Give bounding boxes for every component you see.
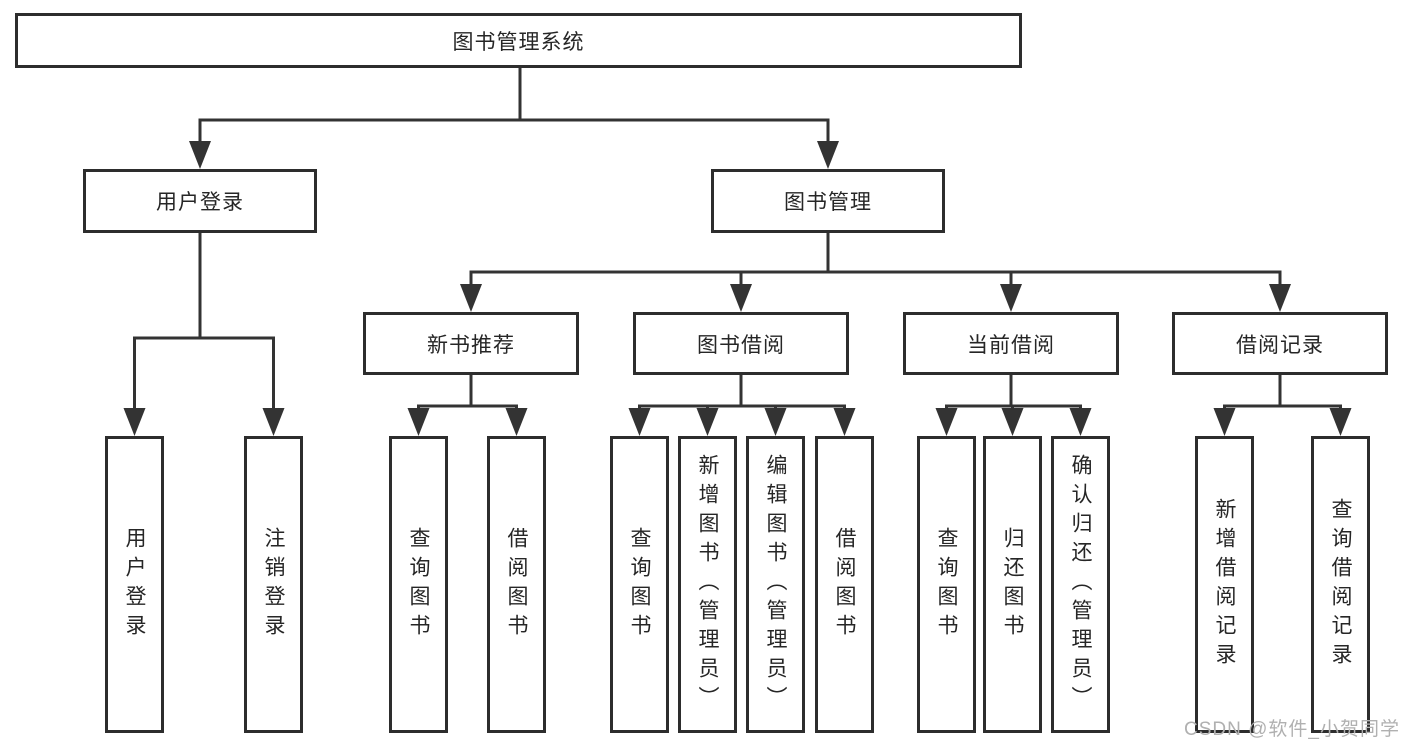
node-library-system: 图书管理系统 [15, 13, 1022, 68]
leaf-recommend-borrow-books-label: 借阅图书 [505, 526, 528, 643]
node-user-login: 用户登录 [83, 169, 317, 233]
node-book-management: 图书管理 [711, 169, 945, 233]
leaf-borrow-edit-books-admin: 编辑图书（管理员） [746, 436, 805, 733]
node-new-book-recommend-label: 新书推荐 [427, 333, 515, 357]
leaf-borrow-edit-books-admin-label: 编辑图书（管理员） [764, 454, 787, 715]
leaf-current-confirm-return-admin-label: 确认归还（管理员） [1069, 454, 1092, 715]
leaf-current-query-books: 查询图书 [917, 436, 976, 733]
node-current-borrowing-label: 当前借阅 [967, 333, 1055, 357]
leaf-borrow-borrow-books: 借阅图书 [815, 436, 874, 733]
leaf-borrow-borrow-books-label: 借阅图书 [833, 526, 856, 643]
leaf-records-add-record-label: 新增借阅记录 [1213, 497, 1236, 672]
leaf-user-login: 用户登录 [105, 436, 164, 733]
node-borrowing-records: 借阅记录 [1172, 312, 1388, 375]
leaf-current-query-books-label: 查询图书 [935, 526, 958, 643]
leaf-recommend-borrow-books: 借阅图书 [487, 436, 546, 733]
leaf-current-return-books: 归还图书 [983, 436, 1042, 733]
node-user-login-label: 用户登录 [156, 191, 244, 214]
leaf-recommend-query-books: 查询图书 [389, 436, 448, 733]
node-book-management-label: 图书管理 [784, 191, 872, 214]
leaf-borrow-add-books-admin-label: 新增图书（管理员） [696, 454, 719, 715]
leaf-user-login-label: 用户登录 [123, 526, 146, 643]
leaf-borrow-query-books-label: 查询图书 [628, 526, 651, 643]
leaf-current-return-books-label: 归还图书 [1001, 526, 1024, 643]
node-current-borrowing: 当前借阅 [903, 312, 1119, 375]
node-borrowing-records-label: 借阅记录 [1236, 333, 1324, 357]
leaf-borrow-query-books: 查询图书 [610, 436, 669, 733]
leaf-logout-label: 注销登录 [262, 526, 285, 643]
leaf-records-query-record: 查询借阅记录 [1311, 436, 1370, 733]
node-book-borrowing-label: 图书借阅 [697, 333, 785, 357]
leaf-logout: 注销登录 [244, 436, 303, 733]
node-library-system-label: 图书管理系统 [452, 30, 585, 54]
leaf-current-confirm-return-admin: 确认归还（管理员） [1051, 436, 1110, 733]
leaf-recommend-query-books-label: 查询图书 [407, 526, 430, 643]
node-new-book-recommend: 新书推荐 [363, 312, 579, 375]
leaf-records-add-record: 新增借阅记录 [1195, 436, 1254, 733]
csdn-watermark: CSDN @软件_小贺同学 [1184, 719, 1400, 740]
node-book-borrowing: 图书借阅 [633, 312, 849, 375]
leaf-borrow-add-books-admin: 新增图书（管理员） [678, 436, 737, 733]
leaf-records-query-record-label: 查询借阅记录 [1329, 497, 1352, 672]
